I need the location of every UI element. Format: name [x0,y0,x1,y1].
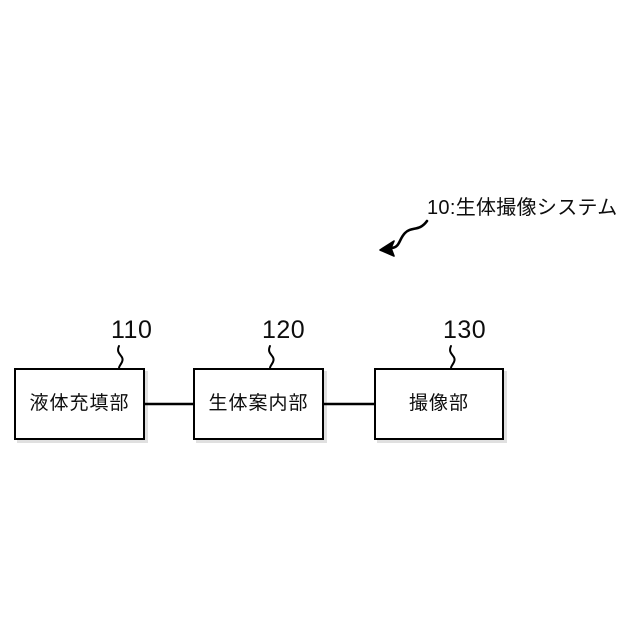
block-label-130: 撮像部 [408,393,469,414]
block-label-110: 液体充填部 [29,393,130,414]
reference-numeral-120: 120 [262,316,306,344]
reference-numeral-130: 130 [443,316,487,344]
block-biological-guide-unit: 生体案内部 [193,368,324,440]
block-imaging-unit: 撮像部 [374,368,504,440]
reference-numeral-110: 110 [111,316,153,344]
leader-line-120 [268,345,275,369]
block-liquid-filling-unit: 液体充填部 [14,368,145,440]
system-callout-label: 10:生体撮像システム [427,197,618,219]
leader-line-130 [449,345,456,369]
curved-arrow-icon [379,219,429,257]
leader-line-110 [117,345,124,369]
block-label-120: 生体案内部 [208,393,309,414]
